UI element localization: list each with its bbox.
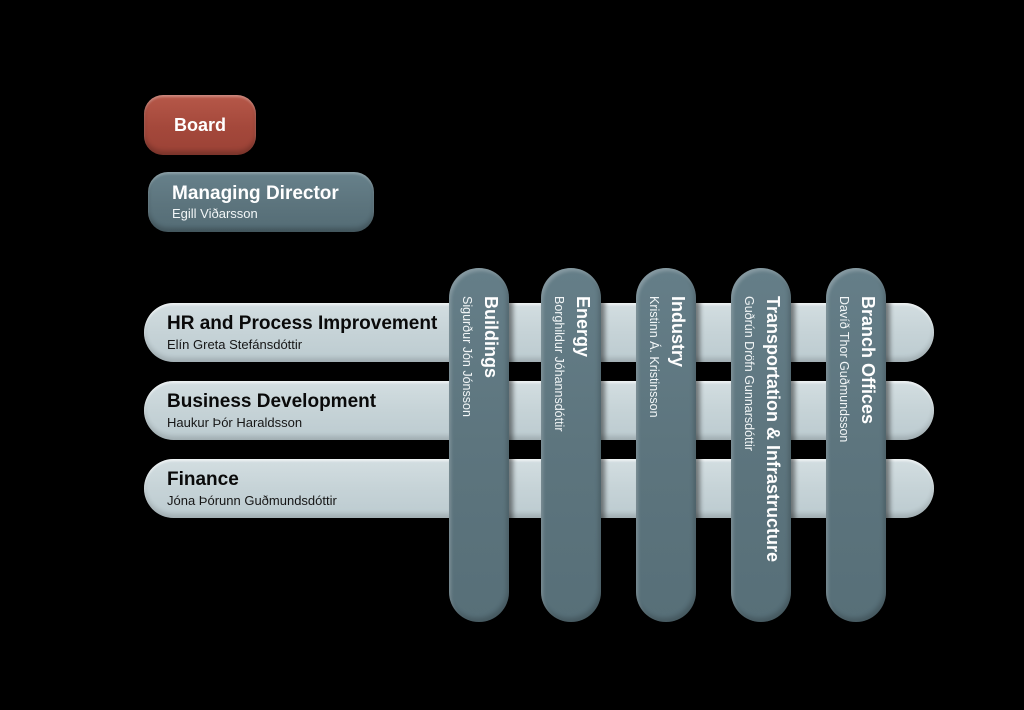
division-bar-branch-offices: Branch Offices Davíð Thor Guðmundsson xyxy=(826,268,886,622)
division-title: Transportation & Infrastructure xyxy=(763,296,783,563)
department-bar-hr-and-process-improvement: HR and Process Improvement Elín Greta St… xyxy=(144,303,934,362)
department-title: Finance xyxy=(167,469,239,490)
division-bar-energy: Energy Borghildur Jóhannsdóttir xyxy=(541,268,601,622)
division-title: Energy xyxy=(573,296,593,358)
department-bar-business-development: Business Development Haukur Þór Haraldss… xyxy=(144,381,934,440)
department-manager-name: Jóna Þórunn Guðmundsdóttir xyxy=(167,493,337,508)
division-manager-name: Guðrún Dröfn Gunnarsdóttir xyxy=(742,296,756,451)
division-manager-name: Borghildur Jóhannsdóttir xyxy=(552,296,566,432)
department-title: HR and Process Improvement xyxy=(167,313,438,334)
department-title: Business Development xyxy=(167,391,377,412)
board-label: Board xyxy=(173,114,226,135)
managing-director-node: Managing Director Egill Viðarsson xyxy=(148,172,374,232)
division-bar-buildings: Buildings Sigurður Jón Jónsson xyxy=(449,268,509,622)
managing-director-title: Managing Director xyxy=(172,183,339,204)
department-bar-finance: Finance Jóna Þórunn Guðmundsdóttir xyxy=(144,459,934,518)
division-text: Buildings Sigurður Jón Jónsson xyxy=(459,296,502,417)
division-bar-industry: Industry Kristinn Á. Kristinsson xyxy=(636,268,696,622)
division-text: Branch Offices Davíð Thor Guðmundsson xyxy=(836,296,879,442)
board-node: Board xyxy=(144,95,256,155)
division-title: Branch Offices xyxy=(858,296,878,425)
division-manager-name: Sigurður Jón Jónsson xyxy=(460,296,474,417)
managing-director-name: Egill Viðarsson xyxy=(172,206,258,221)
department-manager-name: Elín Greta Stefánsdóttir xyxy=(167,337,303,352)
division-text: Transportation & Infrastructure Guðrún D… xyxy=(741,296,784,562)
division-text: Energy Borghildur Jóhannsdóttir xyxy=(551,296,594,432)
department-manager-name: Haukur Þór Haraldsson xyxy=(167,415,303,430)
division-manager-name: Davíð Thor Guðmundsson xyxy=(837,296,851,443)
division-title: Buildings xyxy=(481,296,501,378)
division-title: Industry xyxy=(668,296,688,368)
division-text: Industry Kristinn Á. Kristinsson xyxy=(646,296,689,418)
division-manager-name: Kristinn Á. Kristinsson xyxy=(647,296,661,418)
division-bar-transportation-infrastructure: Transportation & Infrastructure Guðrún D… xyxy=(731,268,791,622)
